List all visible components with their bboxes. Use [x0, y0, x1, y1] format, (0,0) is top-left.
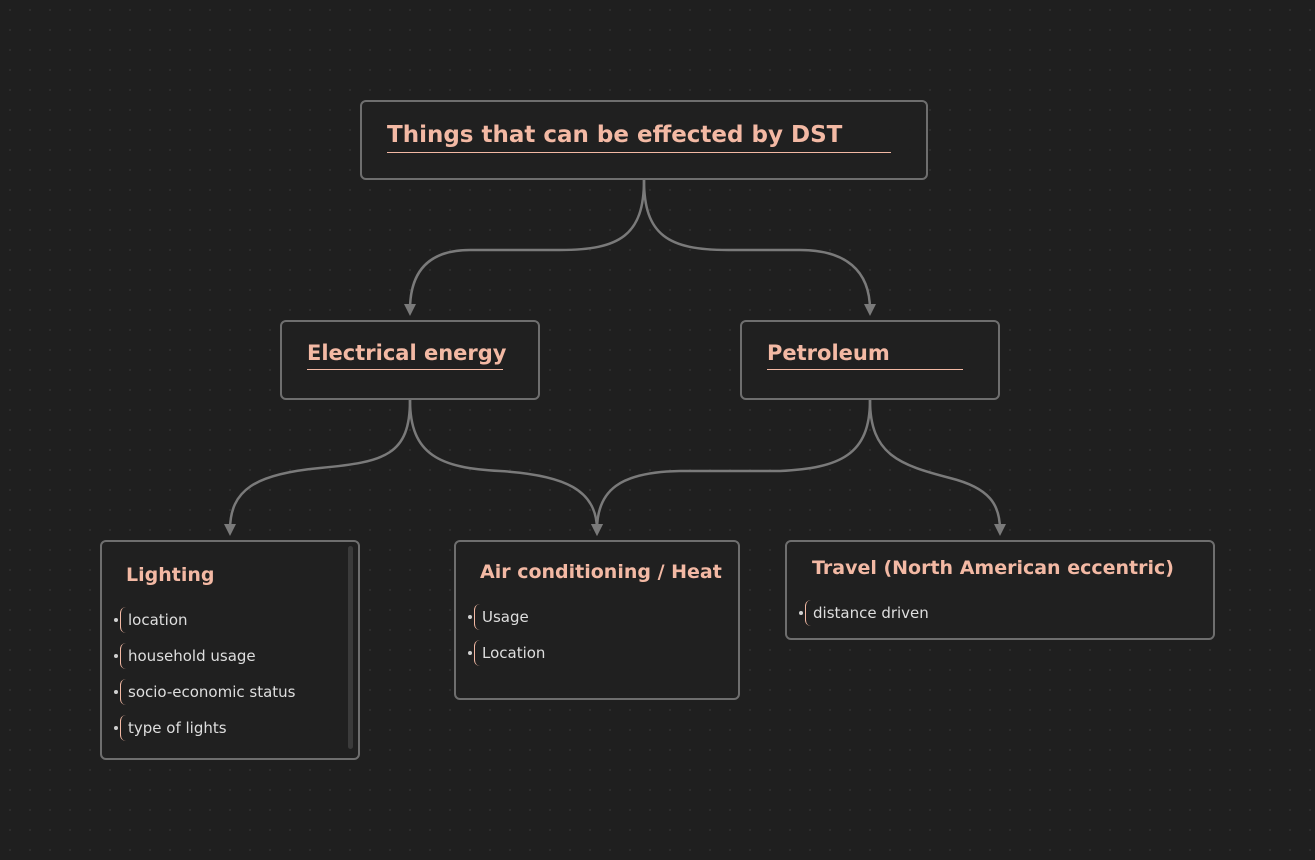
bracket-icon [120, 607, 127, 633]
travel-node[interactable]: Travel (North American eccentric) distan… [785, 540, 1215, 640]
edge-petroleum-to-travel [868, 399, 1006, 536]
petroleum-title: Petroleum [767, 341, 890, 365]
bullet-icon [799, 611, 803, 615]
bracket-icon [120, 643, 127, 669]
bullet-icon [114, 726, 118, 730]
edge-electrical-to-ac-heat [408, 399, 603, 536]
lighting-node[interactable]: Lighting location household usage socio-… [100, 540, 360, 760]
root-node[interactable]: Things that can be effected by DST [360, 100, 928, 180]
bracket-icon [474, 604, 481, 630]
edge-petroleum-to-ac-heat [591, 399, 872, 536]
electrical-energy-title: Electrical energy [307, 341, 507, 365]
ac-heat-title: Air conditioning / Heat [480, 561, 722, 583]
edge-root-to-petroleum [642, 179, 876, 316]
bracket-icon [120, 715, 127, 741]
bracket-icon [120, 679, 127, 705]
lighting-title: Lighting [126, 564, 215, 586]
lighting-scrollbar[interactable] [348, 546, 353, 749]
bullet-icon [114, 690, 118, 694]
bracket-icon [474, 640, 481, 666]
item-text: Usage [482, 608, 529, 626]
bullet-icon [468, 615, 472, 619]
bullet-icon [114, 654, 118, 658]
root-title-underline [387, 152, 891, 153]
bullet-icon [114, 618, 118, 622]
ac-heat-node[interactable]: Air conditioning / Heat Usage Location [454, 540, 740, 700]
bullet-icon [468, 651, 472, 655]
root-node-title: Things that can be effected by DST [387, 122, 843, 148]
item-text: location [128, 611, 188, 629]
edge-electrical-to-lighting [224, 399, 412, 536]
bracket-icon [805, 600, 812, 626]
travel-title: Travel (North American eccentric) [812, 557, 1174, 579]
item-text: type of lights [128, 719, 227, 737]
item-text: distance driven [813, 604, 929, 622]
item-text: socio-economic status [128, 683, 296, 701]
electrical-energy-node[interactable]: Electrical energy [280, 320, 540, 400]
item-text: Location [482, 644, 546, 662]
edge-root-to-electrical [404, 179, 646, 316]
electrical-title-underline [307, 369, 503, 370]
petroleum-title-underline [767, 369, 963, 370]
item-text: household usage [128, 647, 256, 665]
petroleum-node[interactable]: Petroleum [740, 320, 1000, 400]
